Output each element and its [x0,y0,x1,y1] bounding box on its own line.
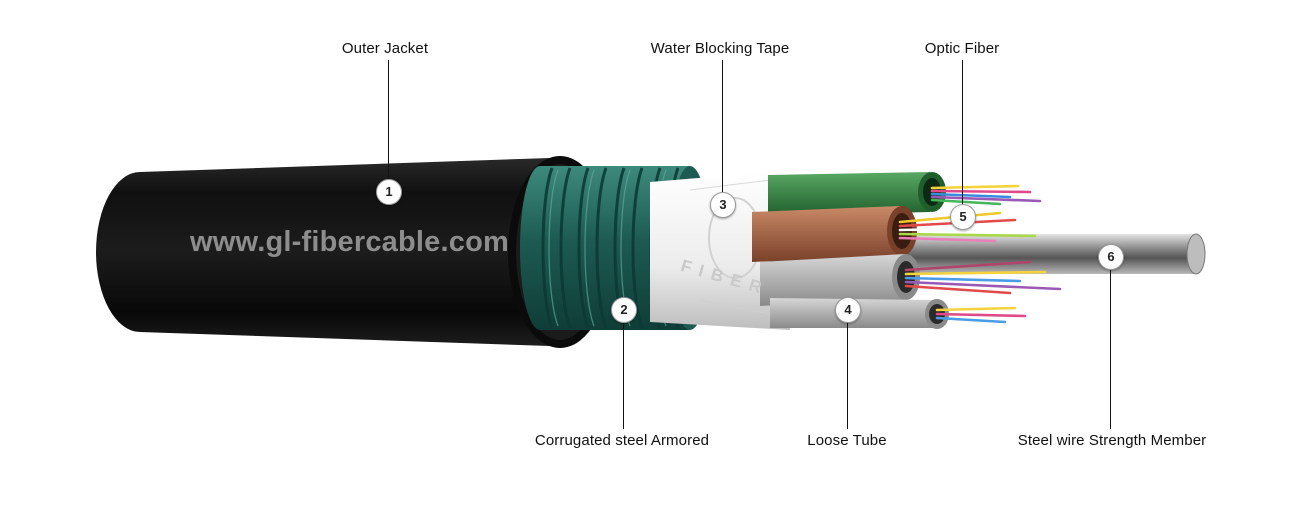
label-steel-wire-strength-member: Steel wire Strength Member [1017,432,1207,449]
leader-line-6 [1110,268,1111,429]
leader-line-4 [847,321,848,429]
marker-5: 5 [950,204,976,230]
marker-4: 4 [835,297,861,323]
marker-6: 6 [1098,244,1124,270]
optic-fibers-shape [898,184,1062,324]
website-watermark: www.gl-fibercable.com [190,226,509,258]
label-outer-jacket: Outer Jacket [341,40,429,57]
label-water-blocking-tape: Water Blocking Tape [650,40,790,57]
label-optic-fiber: Optic Fiber [924,40,1000,57]
marker-3: 3 [710,192,736,218]
leader-line-1 [388,60,389,180]
label-corrugated-steel-armored: Corrugated steel Armored [534,432,710,449]
armor-shape [520,166,710,330]
leader-line-3 [722,60,723,192]
marker-1: 1 [376,179,402,205]
leader-line-2 [623,321,624,429]
marker-2: 2 [611,297,637,323]
leader-line-5 [962,60,963,204]
label-loose-tube: Loose Tube [807,432,887,449]
